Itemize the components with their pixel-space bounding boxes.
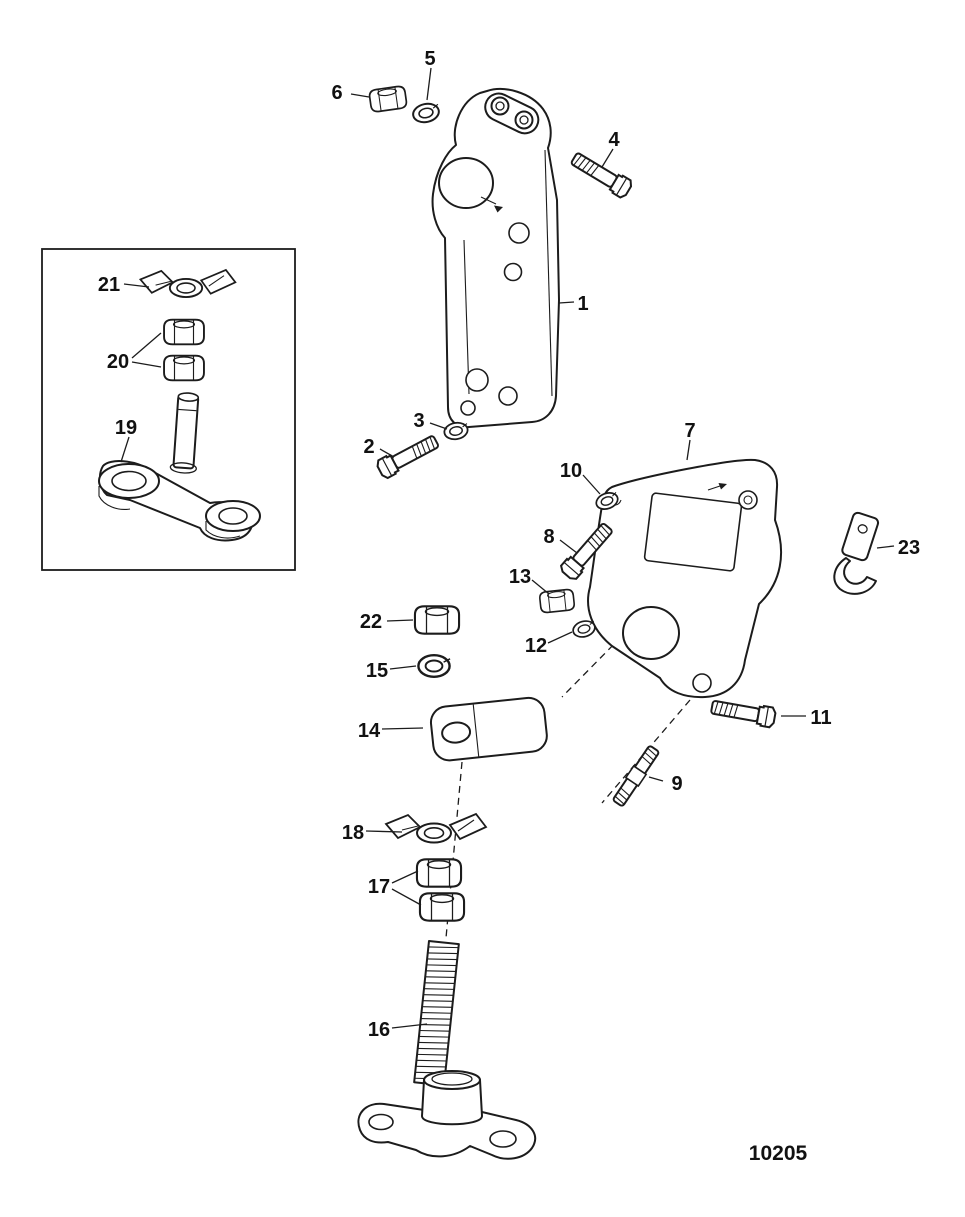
callout-label-23: 23: [898, 537, 920, 559]
callout-label-6: 6: [331, 82, 342, 104]
part-17-nut-upper: [415, 858, 463, 888]
part-9-stud: [610, 743, 662, 809]
callout-label-11: 11: [810, 707, 831, 729]
callout-label-15: 15: [366, 660, 388, 682]
callout-label-8: 8: [543, 526, 554, 548]
part-22-nut: [413, 605, 461, 635]
callout-label-12: 12: [525, 635, 547, 657]
part-5-lockwasher: [410, 100, 442, 126]
part-16-threaded-stud: [413, 940, 460, 1087]
callout-labels: 1 2 3 4 5 6 7 8 9 10 11 12 13 14 15 16 1…: [98, 48, 920, 1041]
callout-label-10: 10: [560, 460, 582, 482]
part-19-anchor-bracket: [98, 392, 261, 542]
callout-label-21: 21: [98, 274, 120, 296]
callout-label-19: 19: [115, 417, 137, 439]
callout-label-22: 22: [360, 611, 382, 633]
callout-label-14: 14: [358, 720, 381, 742]
callout-label-2: 2: [363, 436, 374, 458]
part-15-lockwasher: [417, 654, 452, 678]
figure-code: 10205: [749, 1142, 808, 1165]
callout-label-16: 16: [368, 1019, 390, 1041]
part-23-clip: [833, 511, 880, 595]
callout-label-17: 17: [368, 876, 390, 898]
part-21-tabwasher: [139, 269, 237, 298]
inset-box: [41, 248, 296, 571]
arrow-icon: [480, 196, 503, 213]
callout-label-3: 3: [413, 410, 424, 432]
arrow-icon: [707, 483, 727, 491]
callout-label-4: 4: [608, 129, 620, 151]
callout-label-7: 7: [684, 420, 695, 442]
part-12-lockwasher: [570, 617, 598, 641]
part-17-nut-lower: [418, 892, 466, 922]
callout-label-13: 13: [509, 566, 531, 588]
base-mount: [357, 1070, 537, 1160]
part-1-upper-mount-bracket: [431, 88, 560, 429]
callout-label-5: 5: [424, 48, 435, 70]
leader-lines: [120, 67, 895, 1029]
part-13-nut: [538, 588, 576, 614]
part-11-bolt: [709, 696, 778, 729]
callout-label-9: 9: [671, 773, 682, 795]
part-20-nut-lower: [163, 354, 205, 382]
part-14-cylindrical-link: [429, 696, 548, 762]
callout-label-18: 18: [342, 822, 364, 844]
part-18-tabwasher: [385, 813, 487, 844]
callout-label-20: 20: [107, 351, 129, 373]
callout-label-1: 1: [577, 293, 588, 315]
part-4-bolt: [567, 148, 635, 201]
part-20-nut-upper: [163, 318, 205, 346]
part-6-nut: [367, 84, 409, 114]
part-2-bolt: [374, 431, 442, 481]
